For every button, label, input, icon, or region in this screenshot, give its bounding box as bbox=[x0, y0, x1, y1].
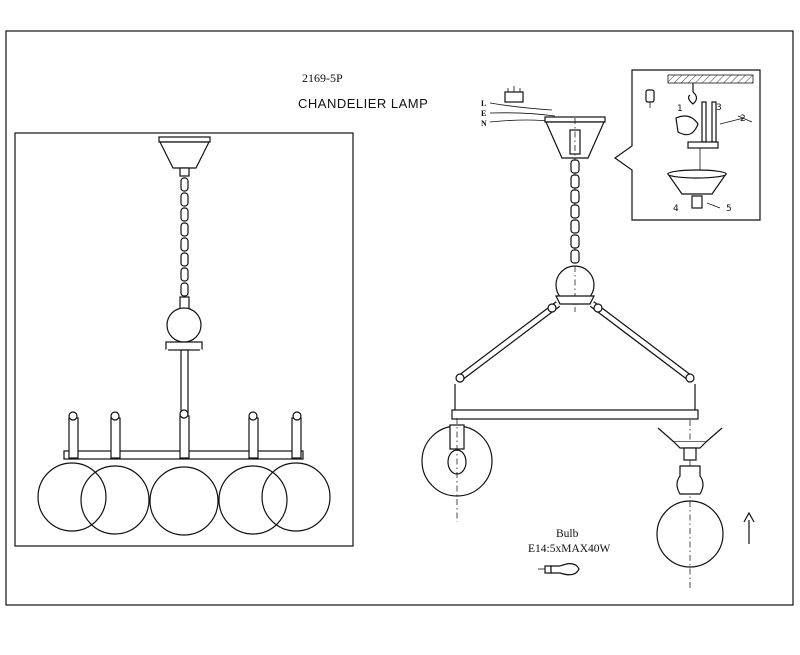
front-view-frame bbox=[14, 132, 354, 547]
model-number: 2169-5P bbox=[302, 71, 343, 85]
ceiling-canopy bbox=[158, 136, 211, 177]
hub-ring bbox=[165, 341, 203, 351]
step-5: 5 bbox=[726, 204, 732, 214]
wiring-terminal: L E N bbox=[481, 86, 557, 128]
bulb-spec-text: E14:5xMAX40W bbox=[528, 543, 611, 555]
side-ring-bar bbox=[451, 409, 699, 420]
central-ball bbox=[166, 307, 202, 343]
step-2: 2 bbox=[740, 114, 746, 124]
detail-callout bbox=[613, 69, 761, 221]
step-4: 4 bbox=[673, 204, 679, 214]
wire-label-live: L bbox=[481, 99, 486, 108]
bulb-icon bbox=[538, 563, 580, 576]
step-3: 3 bbox=[716, 103, 722, 113]
side-view: L E N bbox=[421, 86, 755, 590]
step-1: 1 bbox=[677, 104, 683, 114]
exploded-bulb bbox=[676, 465, 704, 495]
exploded-socket bbox=[656, 420, 724, 590]
arms bbox=[72, 348, 298, 420]
ceiling-hatch bbox=[667, 74, 754, 84]
wire-label-neutral: N bbox=[481, 119, 487, 128]
wire-label-earth: E bbox=[481, 109, 486, 118]
side-chain bbox=[570, 159, 580, 264]
installation-detail: 1 2 3 4 5 bbox=[613, 69, 761, 221]
ceiling-hook-icon bbox=[687, 83, 698, 105]
bulb-label: Bulb bbox=[556, 528, 579, 540]
glass-globes bbox=[37, 462, 331, 536]
side-arms bbox=[455, 301, 695, 383]
drawing-title: CHANDELIER LAMP bbox=[298, 96, 428, 111]
screw-icon bbox=[645, 89, 655, 108]
sockets bbox=[68, 409, 302, 459]
up-arrow-icon bbox=[743, 511, 755, 544]
front-view-panel bbox=[14, 132, 354, 547]
exploded-globe bbox=[656, 500, 724, 568]
sheet-border bbox=[5, 30, 794, 606]
assembled-globe bbox=[421, 418, 493, 522]
bulb-spec: Bulb E14:5xMAX40W bbox=[528, 528, 611, 576]
chain bbox=[179, 177, 190, 310]
